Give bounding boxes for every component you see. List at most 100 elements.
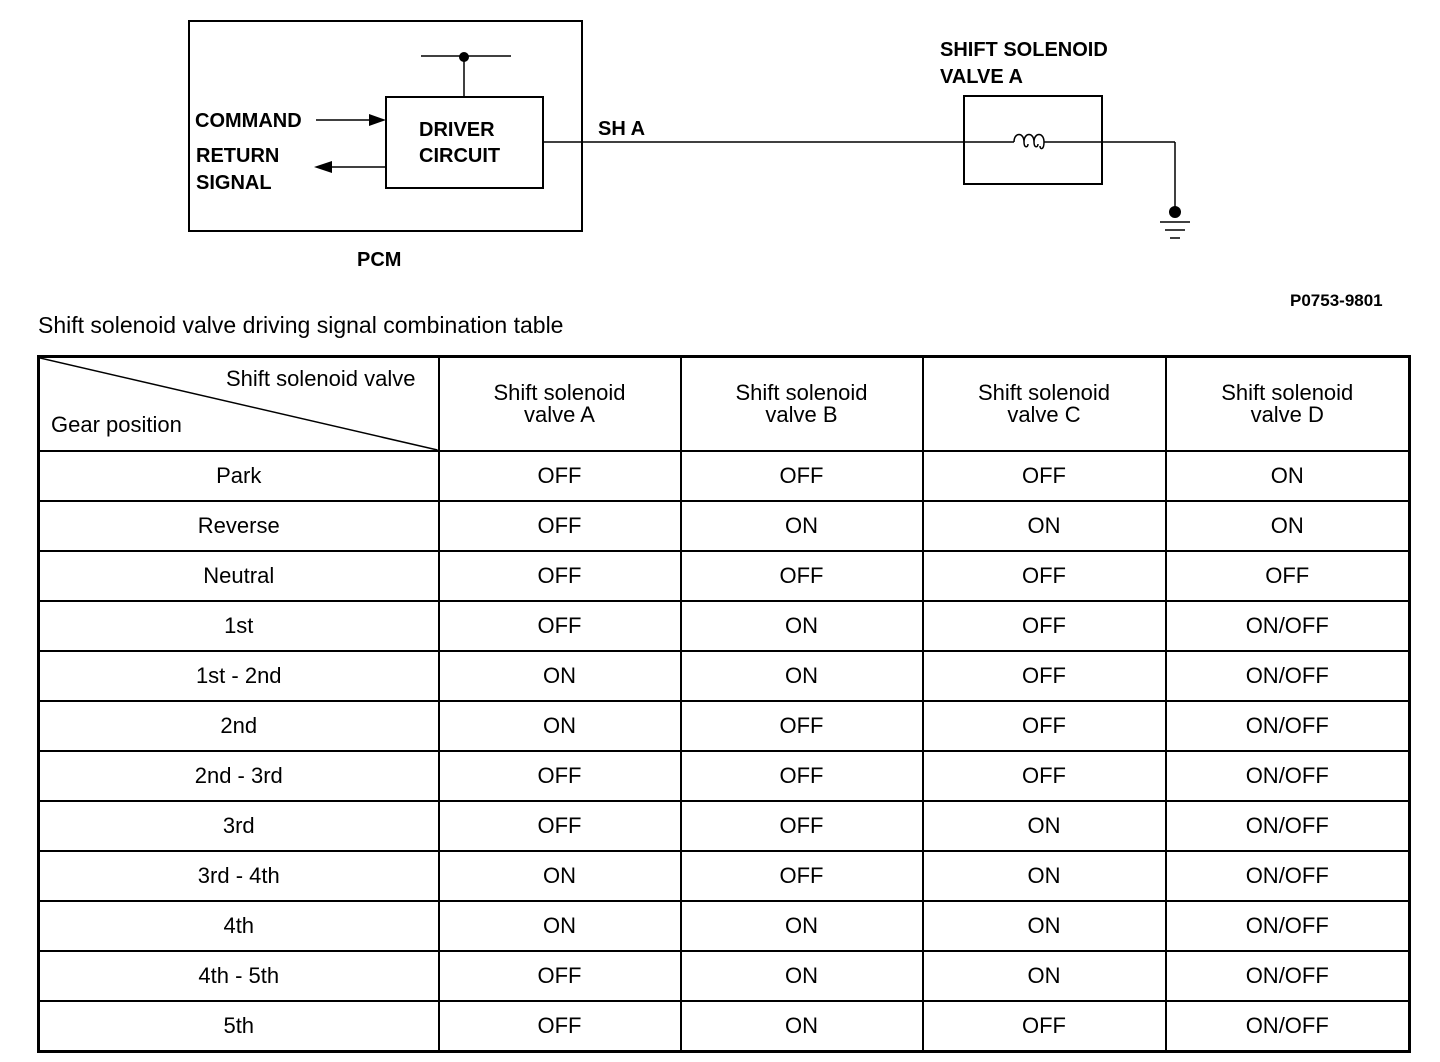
solenoid-label-line1: SHIFT SOLENOID	[940, 39, 1108, 61]
power-node	[459, 52, 469, 62]
driver-label-line2: CIRCUIT	[419, 145, 500, 167]
valve-state-cell: ON	[921, 900, 1167, 952]
valve-state-cell: ON	[921, 950, 1167, 1002]
valve-state-cell: ON	[437, 850, 682, 902]
valve-state-cell: ON	[921, 500, 1167, 552]
diagonal-line	[40, 358, 438, 450]
table-header-row: Shift solenoid valve Gear position Shift…	[37, 355, 1411, 452]
valve-state-cell: OFF	[437, 600, 682, 652]
table-caption: Shift solenoid valve driving signal comb…	[38, 312, 564, 338]
valve-state-cell: ON	[437, 650, 682, 702]
valve-state-cell: ON/OFF	[1164, 800, 1411, 852]
valve-state-cell: OFF	[921, 650, 1167, 702]
column-header: Shift solenoid valve D	[1164, 355, 1411, 452]
valve-state-cell: ON	[679, 950, 924, 1002]
coil-icon	[1013, 133, 1102, 150]
valve-state-cell: OFF	[679, 850, 924, 902]
command-label: COMMAND	[195, 110, 302, 132]
column-header: Shift solenoid valve A	[437, 355, 682, 452]
arrow-right-icon	[369, 114, 386, 126]
arrow-left-icon	[314, 161, 332, 173]
valve-state-cell: ON/OFF	[1164, 1000, 1411, 1053]
return-signal-line1: RETURN	[196, 145, 279, 167]
valve-state-cell: ON	[437, 700, 682, 752]
valve-state-cell: ON	[437, 900, 682, 952]
solenoid-label-line2: VALVE A	[940, 66, 1023, 88]
corner-top-label: Shift solenoid valve	[225, 366, 416, 391]
valve-state-cell: OFF	[921, 1000, 1167, 1053]
gear-position-cell: 4th - 5th	[37, 950, 440, 1002]
valve-state-cell: ON	[1164, 500, 1411, 552]
circuit-diagram: COMMAND RETURN SIGNAL DRIVER CIRCUIT PCM…	[188, 20, 1190, 271]
valve-state-cell: OFF	[679, 700, 924, 752]
valve-state-cell: OFF	[679, 550, 924, 602]
gear-position-cell: 2nd - 3rd	[37, 750, 440, 802]
gear-position-cell: 1st - 2nd	[37, 650, 440, 702]
valve-state-cell: OFF	[679, 750, 924, 802]
ground-icon	[1160, 206, 1190, 239]
valve-state-cell: OFF	[437, 550, 682, 602]
valve-state-cell: OFF	[437, 500, 682, 552]
pcm-label: PCM	[357, 249, 401, 271]
gear-position-cell: 4th	[37, 900, 440, 952]
figure-id: P0753-9801	[1290, 291, 1383, 310]
driver-circuit-box	[385, 96, 544, 189]
valve-state-cell: ON/OFF	[1164, 700, 1411, 752]
valve-state-cell: ON/OFF	[1164, 600, 1411, 652]
valve-state-cell: OFF	[437, 800, 682, 852]
valve-state-cell: OFF	[1164, 550, 1411, 602]
valve-state-cell: ON	[679, 650, 924, 702]
gear-position-cell: Reverse	[37, 500, 440, 552]
pcm-box	[188, 20, 583, 232]
gear-position-cell: 5th	[37, 1000, 440, 1053]
valve-state-cell: OFF	[437, 750, 682, 802]
valve-state-cell: ON	[921, 850, 1167, 902]
wire-label: SH A	[598, 118, 645, 140]
gear-position-cell: 3rd	[37, 800, 440, 852]
gear-position-cell: 1st	[37, 600, 440, 652]
column-header: Shift solenoid valve B	[679, 355, 924, 452]
valve-state-cell: ON	[679, 500, 924, 552]
corner-header: Shift solenoid valve Gear position	[37, 355, 440, 452]
valve-state-cell: OFF	[437, 950, 682, 1002]
valve-state-cell: OFF	[679, 450, 924, 502]
combination-table: Shift solenoid valve Gear position Shift…	[37, 355, 1411, 1053]
valve-state-cell: ON/OFF	[1164, 750, 1411, 802]
valve-state-cell: ON	[921, 800, 1167, 852]
return-signal-line2: SIGNAL	[196, 172, 272, 194]
valve-state-cell: OFF	[921, 750, 1167, 802]
gear-position-cell: Park	[37, 450, 440, 502]
valve-state-cell: OFF	[921, 700, 1167, 752]
valve-state-cell: ON/OFF	[1164, 950, 1411, 1002]
valve-state-cell: ON	[1164, 450, 1411, 502]
gear-position-cell: 2nd	[37, 700, 440, 752]
valve-state-cell: ON/OFF	[1164, 650, 1411, 702]
gear-position-cell: Neutral	[37, 550, 440, 602]
valve-state-cell: OFF	[679, 800, 924, 852]
valve-state-cell: OFF	[921, 550, 1167, 602]
valve-state-cell: ON	[679, 1000, 924, 1053]
valve-state-cell: ON/OFF	[1164, 850, 1411, 902]
valve-state-cell: ON/OFF	[1164, 900, 1411, 952]
valve-state-cell: OFF	[921, 450, 1167, 502]
valve-state-cell: OFF	[437, 450, 682, 502]
valve-state-cell: OFF	[437, 1000, 682, 1053]
valve-state-cell: ON	[679, 900, 924, 952]
solenoid-box	[963, 95, 1103, 185]
driver-label-line1: DRIVER	[419, 119, 495, 141]
corner-bottom-label: Gear position	[51, 412, 182, 437]
valve-state-cell: ON	[679, 600, 924, 652]
gear-position-cell: 3rd - 4th	[37, 850, 440, 902]
